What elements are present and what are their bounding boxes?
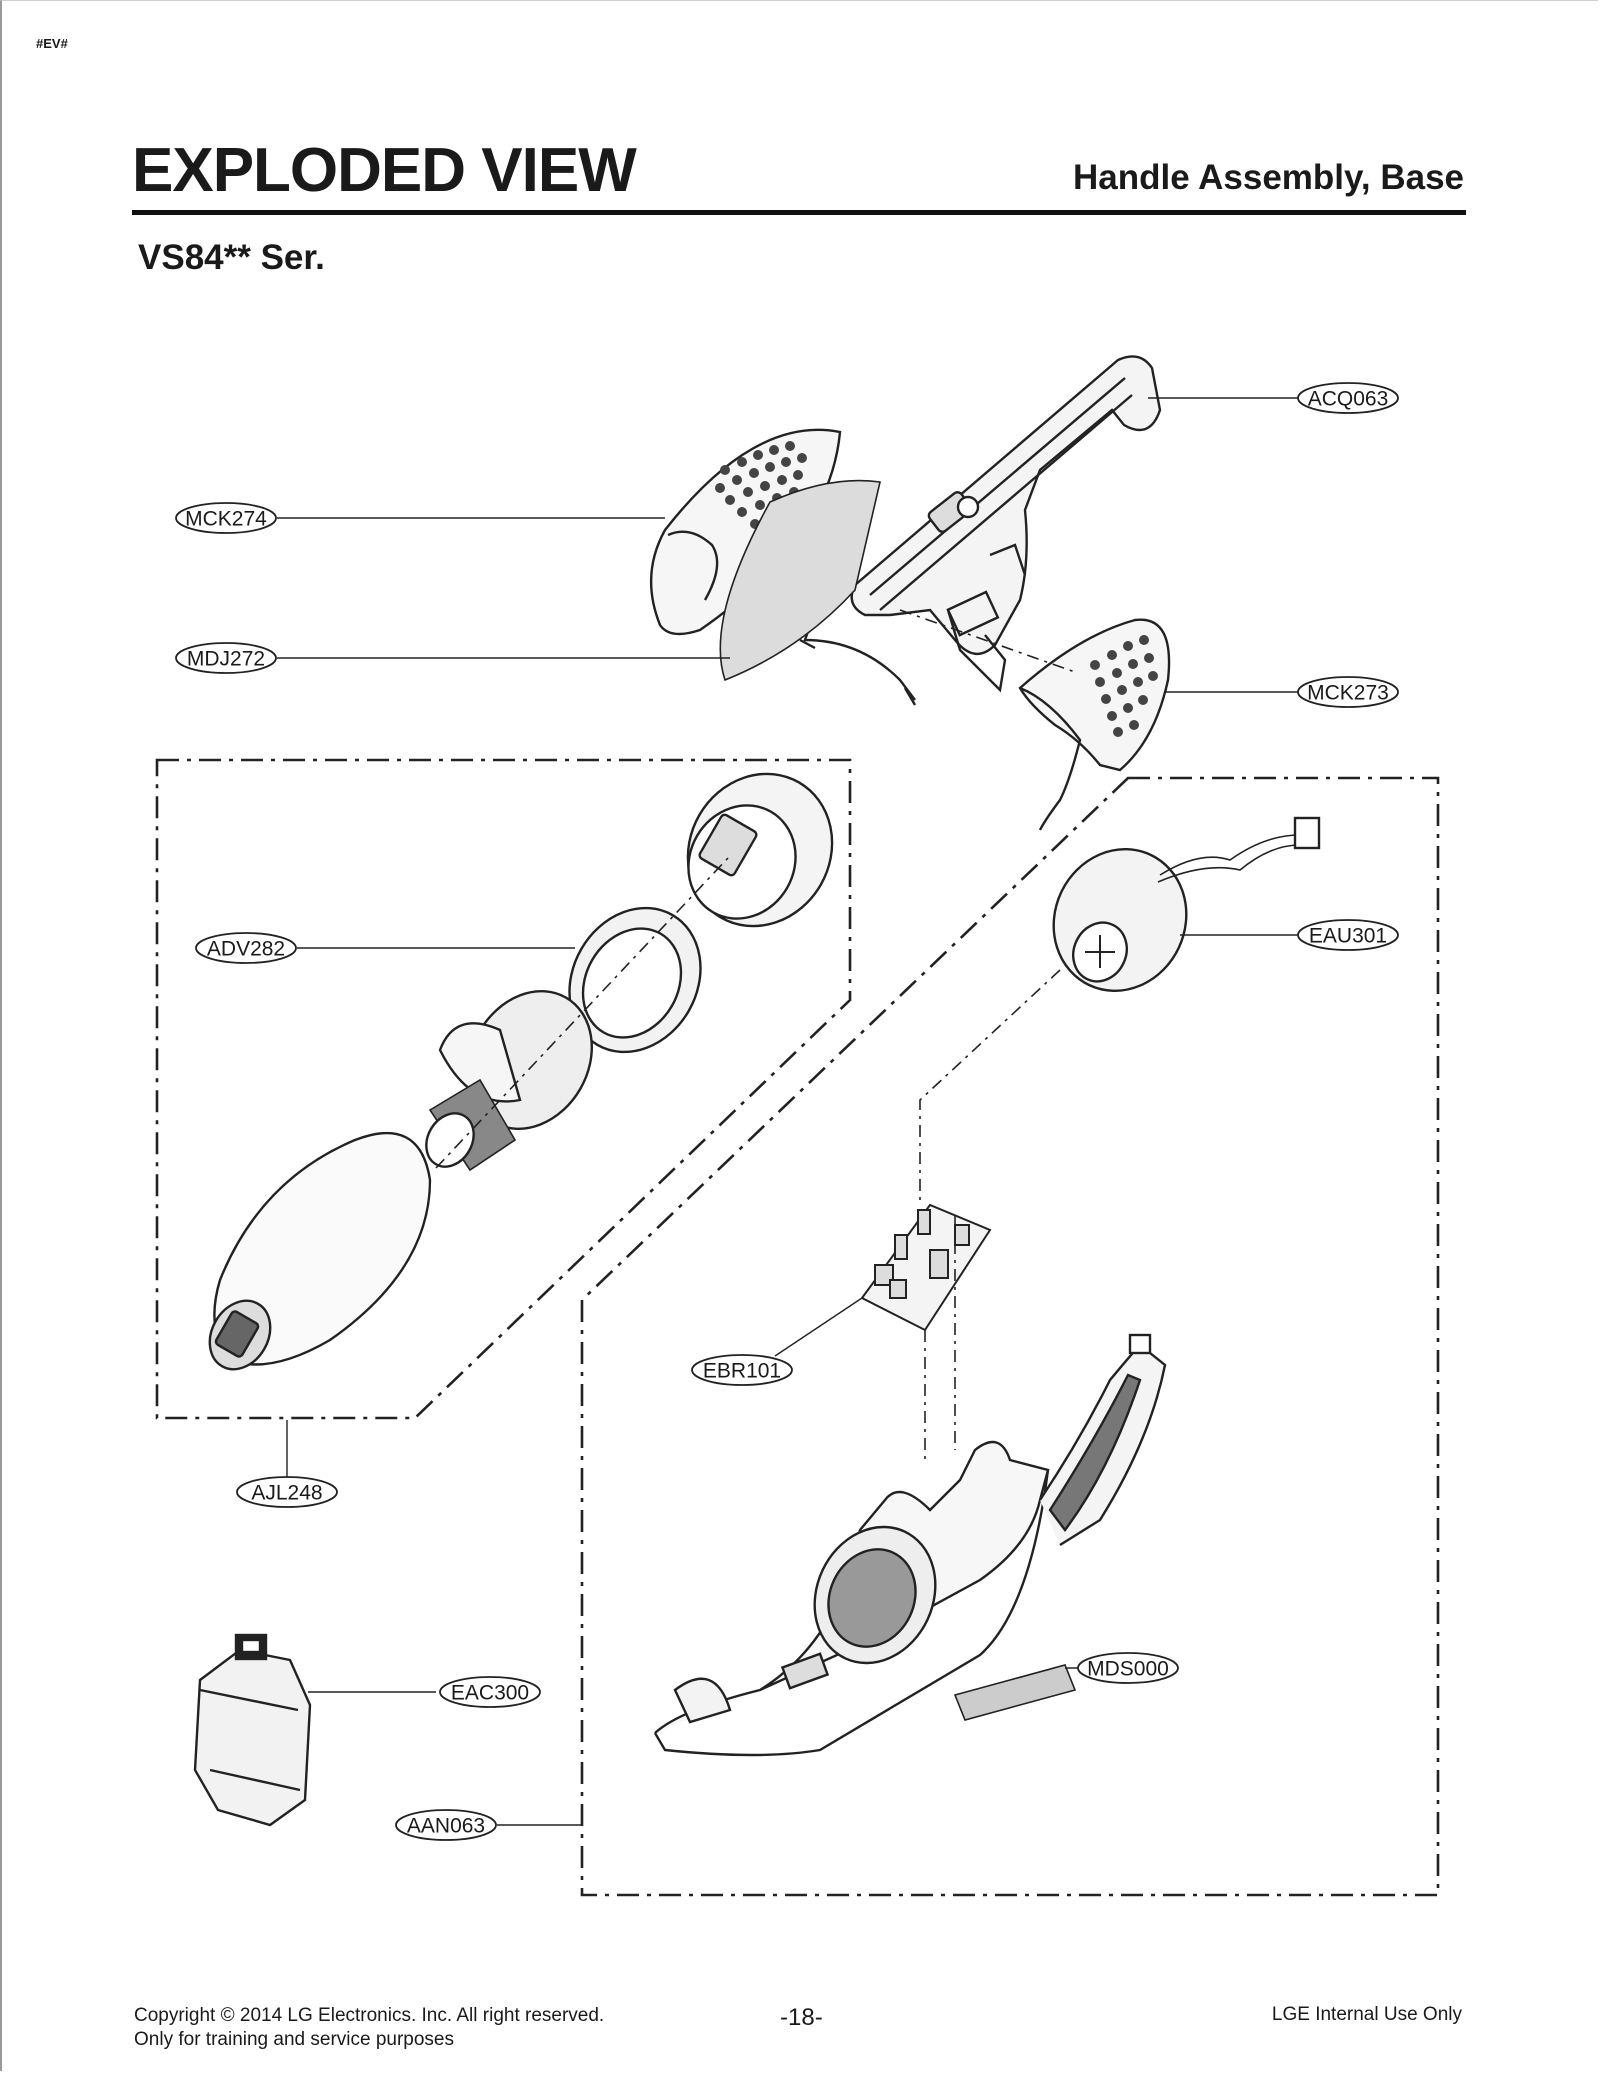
page-number: -18- [780,2004,823,2031]
section-title: Handle Assembly, Base [1073,158,1464,197]
callout-label-eau301: EAU301 [1309,925,1387,948]
page-title: EXPLODED VIEW [132,136,637,205]
handle-part [799,355,1162,706]
battery-eac300 [193,1633,312,1827]
callout-adv282 [195,932,297,964]
callout-label-acq063: ACQ063 [1308,388,1389,411]
footer-copyright-block: Copyright © 2014 LG Electronics. Inc. Al… [134,2004,604,2052]
group-box-dust-bin [155,758,852,1420]
callout-label-mds000: MDS000 [1087,1658,1169,1681]
callout-ebr101 [691,1354,793,1386]
callout-acq063 [1297,382,1399,414]
callout-mdj272 [175,642,277,674]
title-rule [132,210,1466,215]
callout-label-mck273: MCK273 [1307,682,1389,705]
callout-ajl248 [236,1476,338,1508]
cyclone-cap [686,772,834,928]
callout-eac300 [439,1676,541,1708]
callout-eau301 [1297,919,1399,951]
pad-mds000 [953,1664,1077,1721]
callout-label-adv282: ADV282 [207,938,285,961]
dust-bin-body [208,1131,432,1371]
callout-mck273 [1297,676,1399,708]
callout-label-ebr101: EBR101 [703,1360,781,1383]
callout-label-aan063: AAN063 [407,1815,485,1838]
filter-cover-mck273 [1018,618,1171,831]
callout-label-mck274: MCK274 [185,508,267,531]
callout-label-eac300: EAC300 [451,1682,529,1705]
footer-copyright: Copyright © 2014 LG Electronics. Inc. Al… [134,2005,605,2026]
filter-cover-mck274 [649,428,842,636]
callout-label-mdj272: MDJ272 [187,648,265,671]
seal-ring-adv282 [568,906,702,1054]
callout-aan063 [395,1809,497,1841]
callout-label-ajl248: AJL248 [251,1482,322,1505]
footer-internal: LGE Internal Use Only [1271,2004,1462,2025]
group-box-base [580,776,1440,1897]
base-housing [653,1333,1167,1757]
callout-mds000 [1077,1652,1179,1684]
motor-eau301 [1052,816,1321,993]
footer-purpose: Only for training and service purposes [134,2029,454,2050]
model-series: VS84** Ser. [138,238,325,277]
page-marker: #EV# [36,36,68,51]
pcb-ebr101 [860,1203,992,1332]
callout-mck274 [175,502,277,534]
cyclone-filter [425,990,593,1172]
filter-sheet-mdj272 [719,479,881,682]
